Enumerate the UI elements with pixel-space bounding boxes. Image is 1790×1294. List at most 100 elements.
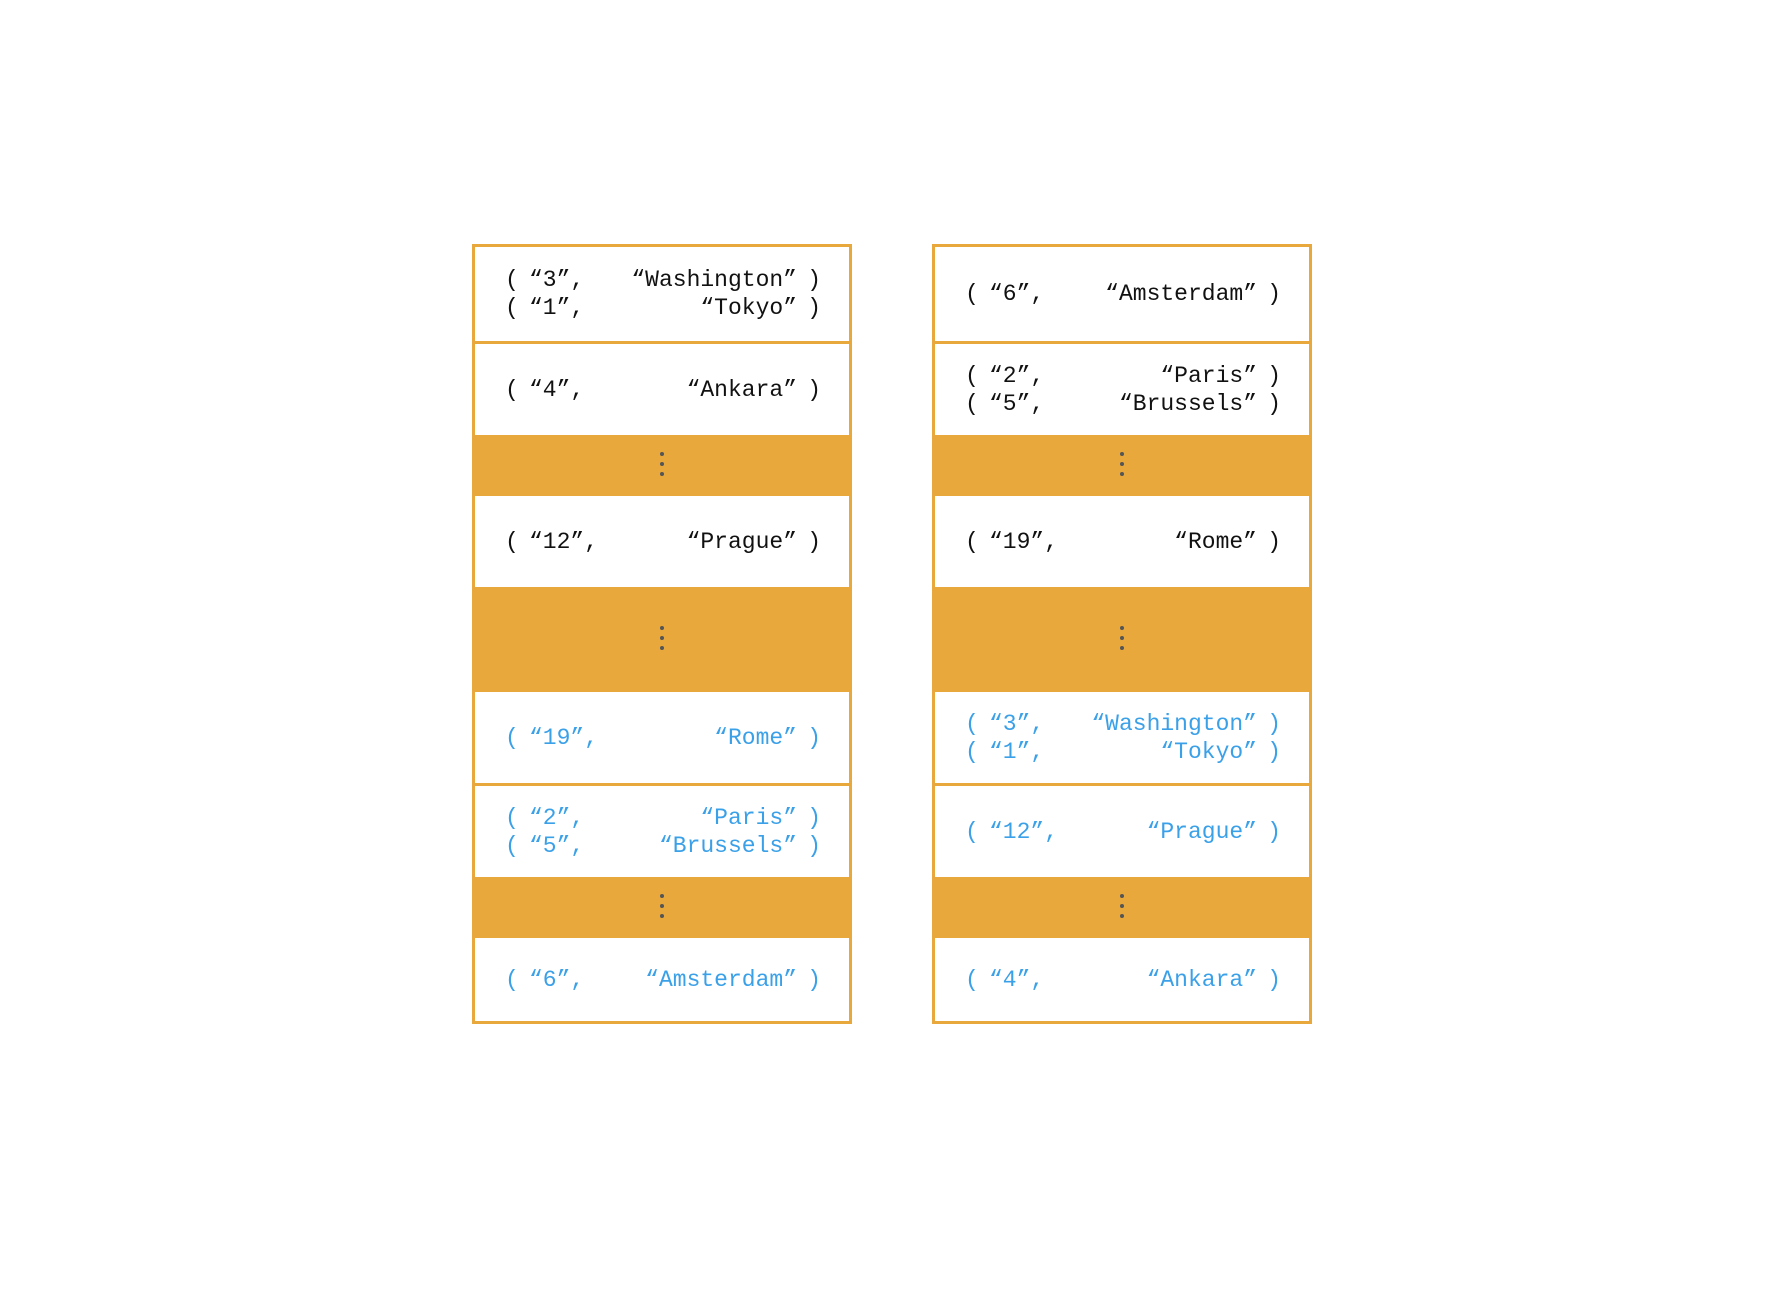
vertical-ellipsis-icon: [1119, 452, 1125, 476]
tuple-key: “4”,: [529, 376, 585, 403]
key-value-tuple: ( “5”, “Brussels”): [935, 390, 1309, 418]
tuple-value: “Rome”: [1174, 528, 1257, 555]
tuple-value: “Washington”: [631, 267, 797, 293]
tuple-key: “2”,: [989, 362, 1045, 389]
key-value-tuple: ( “5”, “Brussels”): [475, 832, 849, 860]
tuple-value: “Ankara”: [686, 376, 797, 403]
record-block: ( “19”, “Rome”): [475, 689, 849, 783]
key-value-tuple: (“19”,“Rome”): [935, 528, 1309, 556]
tuple-key: “3”,: [529, 267, 585, 293]
key-value-tuple: (“3”,“Washington”): [475, 266, 849, 294]
open-paren: (: [965, 966, 979, 993]
tuple-value: “Tokyo”: [1160, 738, 1257, 765]
open-paren: (: [505, 966, 519, 993]
tuple-key: “1”,: [989, 738, 1045, 765]
omitted-records-gap: [475, 877, 849, 935]
close-paren: ): [807, 832, 821, 859]
open-paren: (: [965, 528, 979, 555]
close-paren: ): [1267, 738, 1281, 765]
key-value-tuple: ( “12”, “Prague”): [475, 528, 849, 556]
record-block: (“19”,“Rome”): [935, 493, 1309, 587]
tuple-key: “1”,: [529, 295, 585, 321]
close-paren: ): [1267, 818, 1281, 845]
tuple-value: “Paris”: [700, 804, 797, 831]
close-paren: ): [807, 724, 821, 751]
omitted-records-gap: [475, 587, 849, 689]
open-paren: (: [965, 738, 979, 765]
open-paren: (: [505, 376, 519, 403]
record-block: ( “4”, “Ankara”): [935, 935, 1309, 1021]
record-block: (“2”,“Paris”)( “5”, “Brussels”): [475, 783, 849, 877]
key-value-tuple: (“2”,“Paris”): [475, 804, 849, 832]
open-paren: (: [965, 818, 979, 845]
vertical-ellipsis-icon: [659, 452, 665, 476]
key-value-tuple: ( “4”, “Ankara”): [935, 966, 1309, 994]
tuple-key: “3”,: [989, 710, 1045, 737]
tuple-value: “Ankara”: [1146, 966, 1257, 993]
key-value-tuple: ( “6”, “Amsterdam”): [475, 966, 849, 994]
open-paren: (: [505, 295, 519, 321]
tuple-key: “12”,: [989, 818, 1059, 845]
tuple-key: “4”,: [989, 966, 1045, 993]
key-value-tuple: ( “1”, “Tokyo”): [475, 294, 849, 322]
key-value-tuple: ( “4”, “Ankara”): [475, 376, 849, 404]
vertical-ellipsis-icon: [659, 626, 665, 650]
tuple-value: “Rome”: [714, 724, 797, 751]
close-paren: ): [1267, 281, 1281, 307]
close-paren: ): [1267, 390, 1281, 417]
tuple-value: “Prague”: [1146, 818, 1257, 845]
open-paren: (: [965, 362, 979, 389]
tuple-value: “Tokyo”: [700, 295, 797, 321]
open-paren: (: [505, 804, 519, 831]
tuple-value: “Brussels”: [658, 832, 797, 859]
close-paren: ): [807, 528, 821, 555]
record-block: ( “3”, “Washington”)( “1”, “Tokyo”): [475, 247, 849, 341]
close-paren: ): [1267, 362, 1281, 389]
key-value-tuple: ( “1”, “Tokyo”): [935, 738, 1309, 766]
omitted-records-gap: [935, 587, 1309, 689]
open-paren: (: [505, 832, 519, 859]
close-paren: ): [807, 804, 821, 831]
close-paren: ): [1267, 966, 1281, 993]
key-value-tuple: ( “6”, “Amsterdam”): [935, 280, 1309, 308]
vertical-ellipsis-icon: [659, 894, 665, 918]
key-value-tuple: (“3”,“Washington”): [935, 710, 1309, 738]
right-table-column: ( “6”, “Amsterdam”) ( “2”, “Paris”) ( “5”, “Brus…: [932, 244, 1312, 1024]
record-block: ( “2”, “Paris”) ( “5”, “Brussels”): [935, 341, 1309, 435]
close-paren: ): [807, 295, 821, 321]
open-paren: (: [965, 281, 979, 307]
record-block: ( “3”, “Washington”)( “1”, “Tokyo”): [935, 689, 1309, 783]
record-block: ( “6”, “Amsterdam”): [475, 935, 849, 1021]
left-table-column: ( “3”, “Washington”) ( “1”, “Tokyo”) ( “4”, “Ank…: [472, 244, 852, 1024]
open-paren: (: [965, 390, 979, 417]
omitted-records-gap: [935, 877, 1309, 935]
close-paren: ): [807, 376, 821, 403]
tuple-key: “6”,: [529, 966, 585, 993]
key-value-tuple: ( “2”, “Paris”): [935, 362, 1309, 390]
key-value-tuple: ( “12”, “Prague”): [935, 818, 1309, 846]
tuple-value: “Amsterdam”: [645, 966, 797, 993]
omitted-records-gap: [475, 435, 849, 493]
tuple-key: “6”,: [989, 281, 1045, 307]
open-paren: (: [505, 528, 519, 555]
open-paren: (: [505, 267, 519, 293]
vertical-ellipsis-icon: [1119, 626, 1125, 650]
tuple-key: “12”,: [529, 528, 599, 555]
tuple-value: “Brussels”: [1118, 390, 1257, 417]
tuple-key: “19”,: [989, 528, 1059, 555]
record-block: ( “12”, “Prague”): [935, 783, 1309, 877]
open-paren: (: [965, 710, 979, 737]
record-block: ( “12”, “Prague”): [475, 493, 849, 587]
tuple-key: “5”,: [529, 832, 585, 859]
record-block: ( “6”, “Amsterdam”): [935, 247, 1309, 341]
vertical-ellipsis-icon: [1119, 894, 1125, 918]
open-paren: (: [505, 724, 519, 751]
tuple-value: “Prague”: [686, 528, 797, 555]
tuple-key: “19”,: [529, 724, 599, 751]
close-paren: ): [807, 966, 821, 993]
tuple-value: “Paris”: [1160, 362, 1257, 389]
tuple-value: “Washington”: [1091, 710, 1257, 737]
tuple-value: “Amsterdam”: [1105, 281, 1257, 307]
record-block: ( “4”, “Ankara”): [475, 341, 849, 435]
tuple-key: “5”,: [989, 390, 1045, 417]
